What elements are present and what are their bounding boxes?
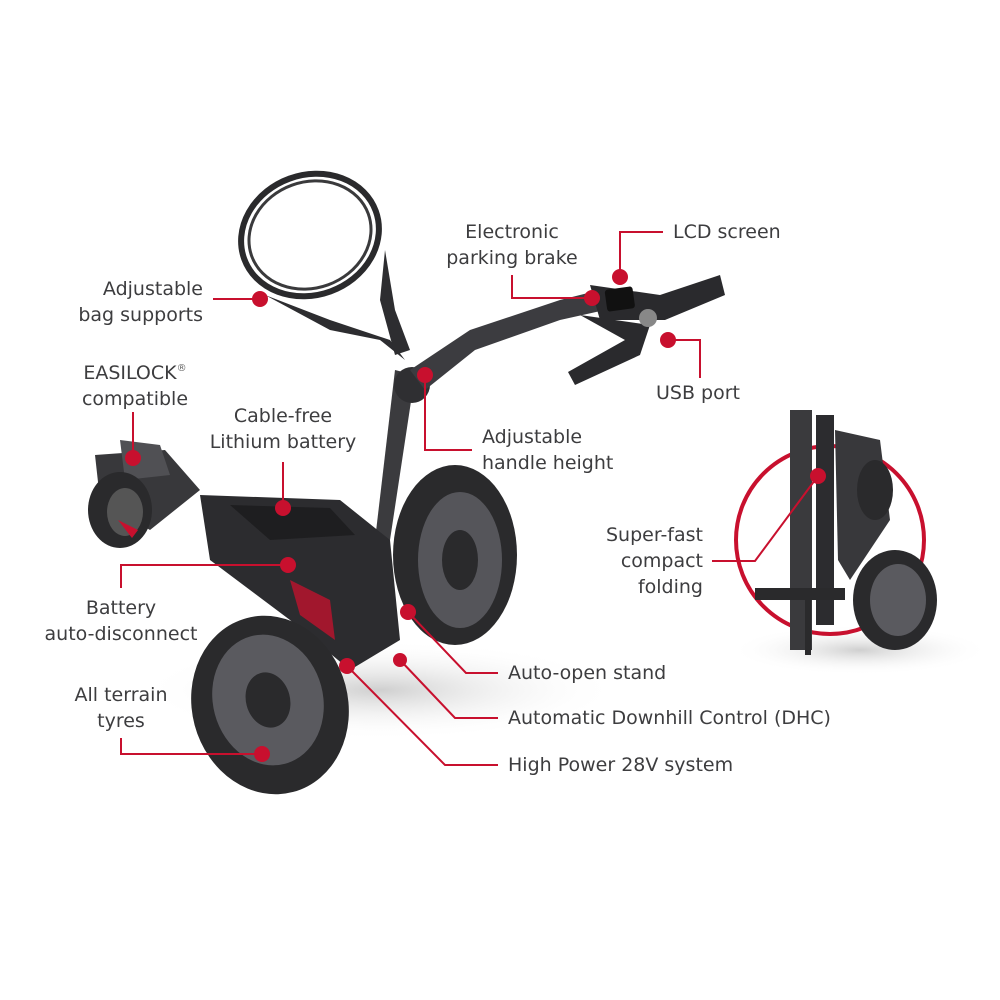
dot-battery — [275, 500, 291, 516]
label-dhc: Automatic Downhill Control (DHC) — [508, 707, 831, 729]
label-line: compatible — [81, 388, 189, 410]
registered-mark: ® — [176, 363, 187, 374]
label-line: Cable-free — [233, 405, 333, 427]
dot-parking-brake — [584, 290, 600, 306]
label-line: Electronic — [465, 221, 559, 243]
label-usb: USB port — [656, 382, 740, 404]
label-line: Adjustable — [102, 278, 203, 300]
golf-trolley — [88, 170, 725, 795]
dot-easilock — [125, 450, 141, 466]
label-line: EASILOCK® — [55, 356, 215, 386]
callout-dots — [125, 269, 826, 762]
label-line: folding — [637, 576, 703, 598]
label-lcd: LCD screen — [673, 221, 781, 243]
dot-lcd — [612, 269, 628, 285]
label-handle-height: Adjustable handle height — [482, 424, 613, 476]
label-line: Super-fast — [606, 524, 703, 546]
label-line: bag supports — [78, 304, 203, 326]
label-folding: Super-fast compact folding — [606, 522, 703, 600]
easilock-brand: EASILOCK — [83, 362, 177, 384]
label-line: Lithium battery — [209, 431, 357, 453]
label-line: All terrain — [74, 684, 168, 706]
folded-trolley — [734, 410, 937, 655]
dot-dhc — [393, 653, 407, 667]
label-easilock: EASILOCK® compatible — [55, 356, 215, 412]
dot-handle-height — [417, 367, 433, 383]
label-stand: Auto-open stand — [508, 662, 667, 684]
dot-tyres — [254, 746, 270, 762]
label-line: tyres — [97, 710, 145, 732]
dot-power — [339, 658, 355, 674]
dot-bag-supports — [252, 291, 268, 307]
floor-shadow — [730, 625, 990, 675]
label-bag-supports: Adjustable bag supports — [78, 276, 203, 328]
label-line: parking brake — [446, 247, 578, 269]
label-tyres: All terrain tyres — [31, 682, 211, 734]
dot-auto-disconnect — [280, 557, 296, 573]
label-line: compact — [620, 550, 703, 572]
label-power: High Power 28V system — [508, 754, 734, 776]
label-auto-disconnect: Battery auto-disconnect — [31, 595, 211, 647]
dot-folding — [810, 468, 826, 484]
dot-usb — [660, 332, 676, 348]
label-line: Battery — [85, 597, 157, 619]
label-line: handle height — [482, 452, 614, 474]
label-parking-brake: Electronic parking brake — [422, 219, 602, 271]
label-line: auto-disconnect — [44, 623, 198, 645]
label-line: Adjustable — [482, 426, 583, 448]
label-battery: Cable-free Lithium battery — [193, 403, 373, 455]
dot-stand — [400, 604, 416, 620]
